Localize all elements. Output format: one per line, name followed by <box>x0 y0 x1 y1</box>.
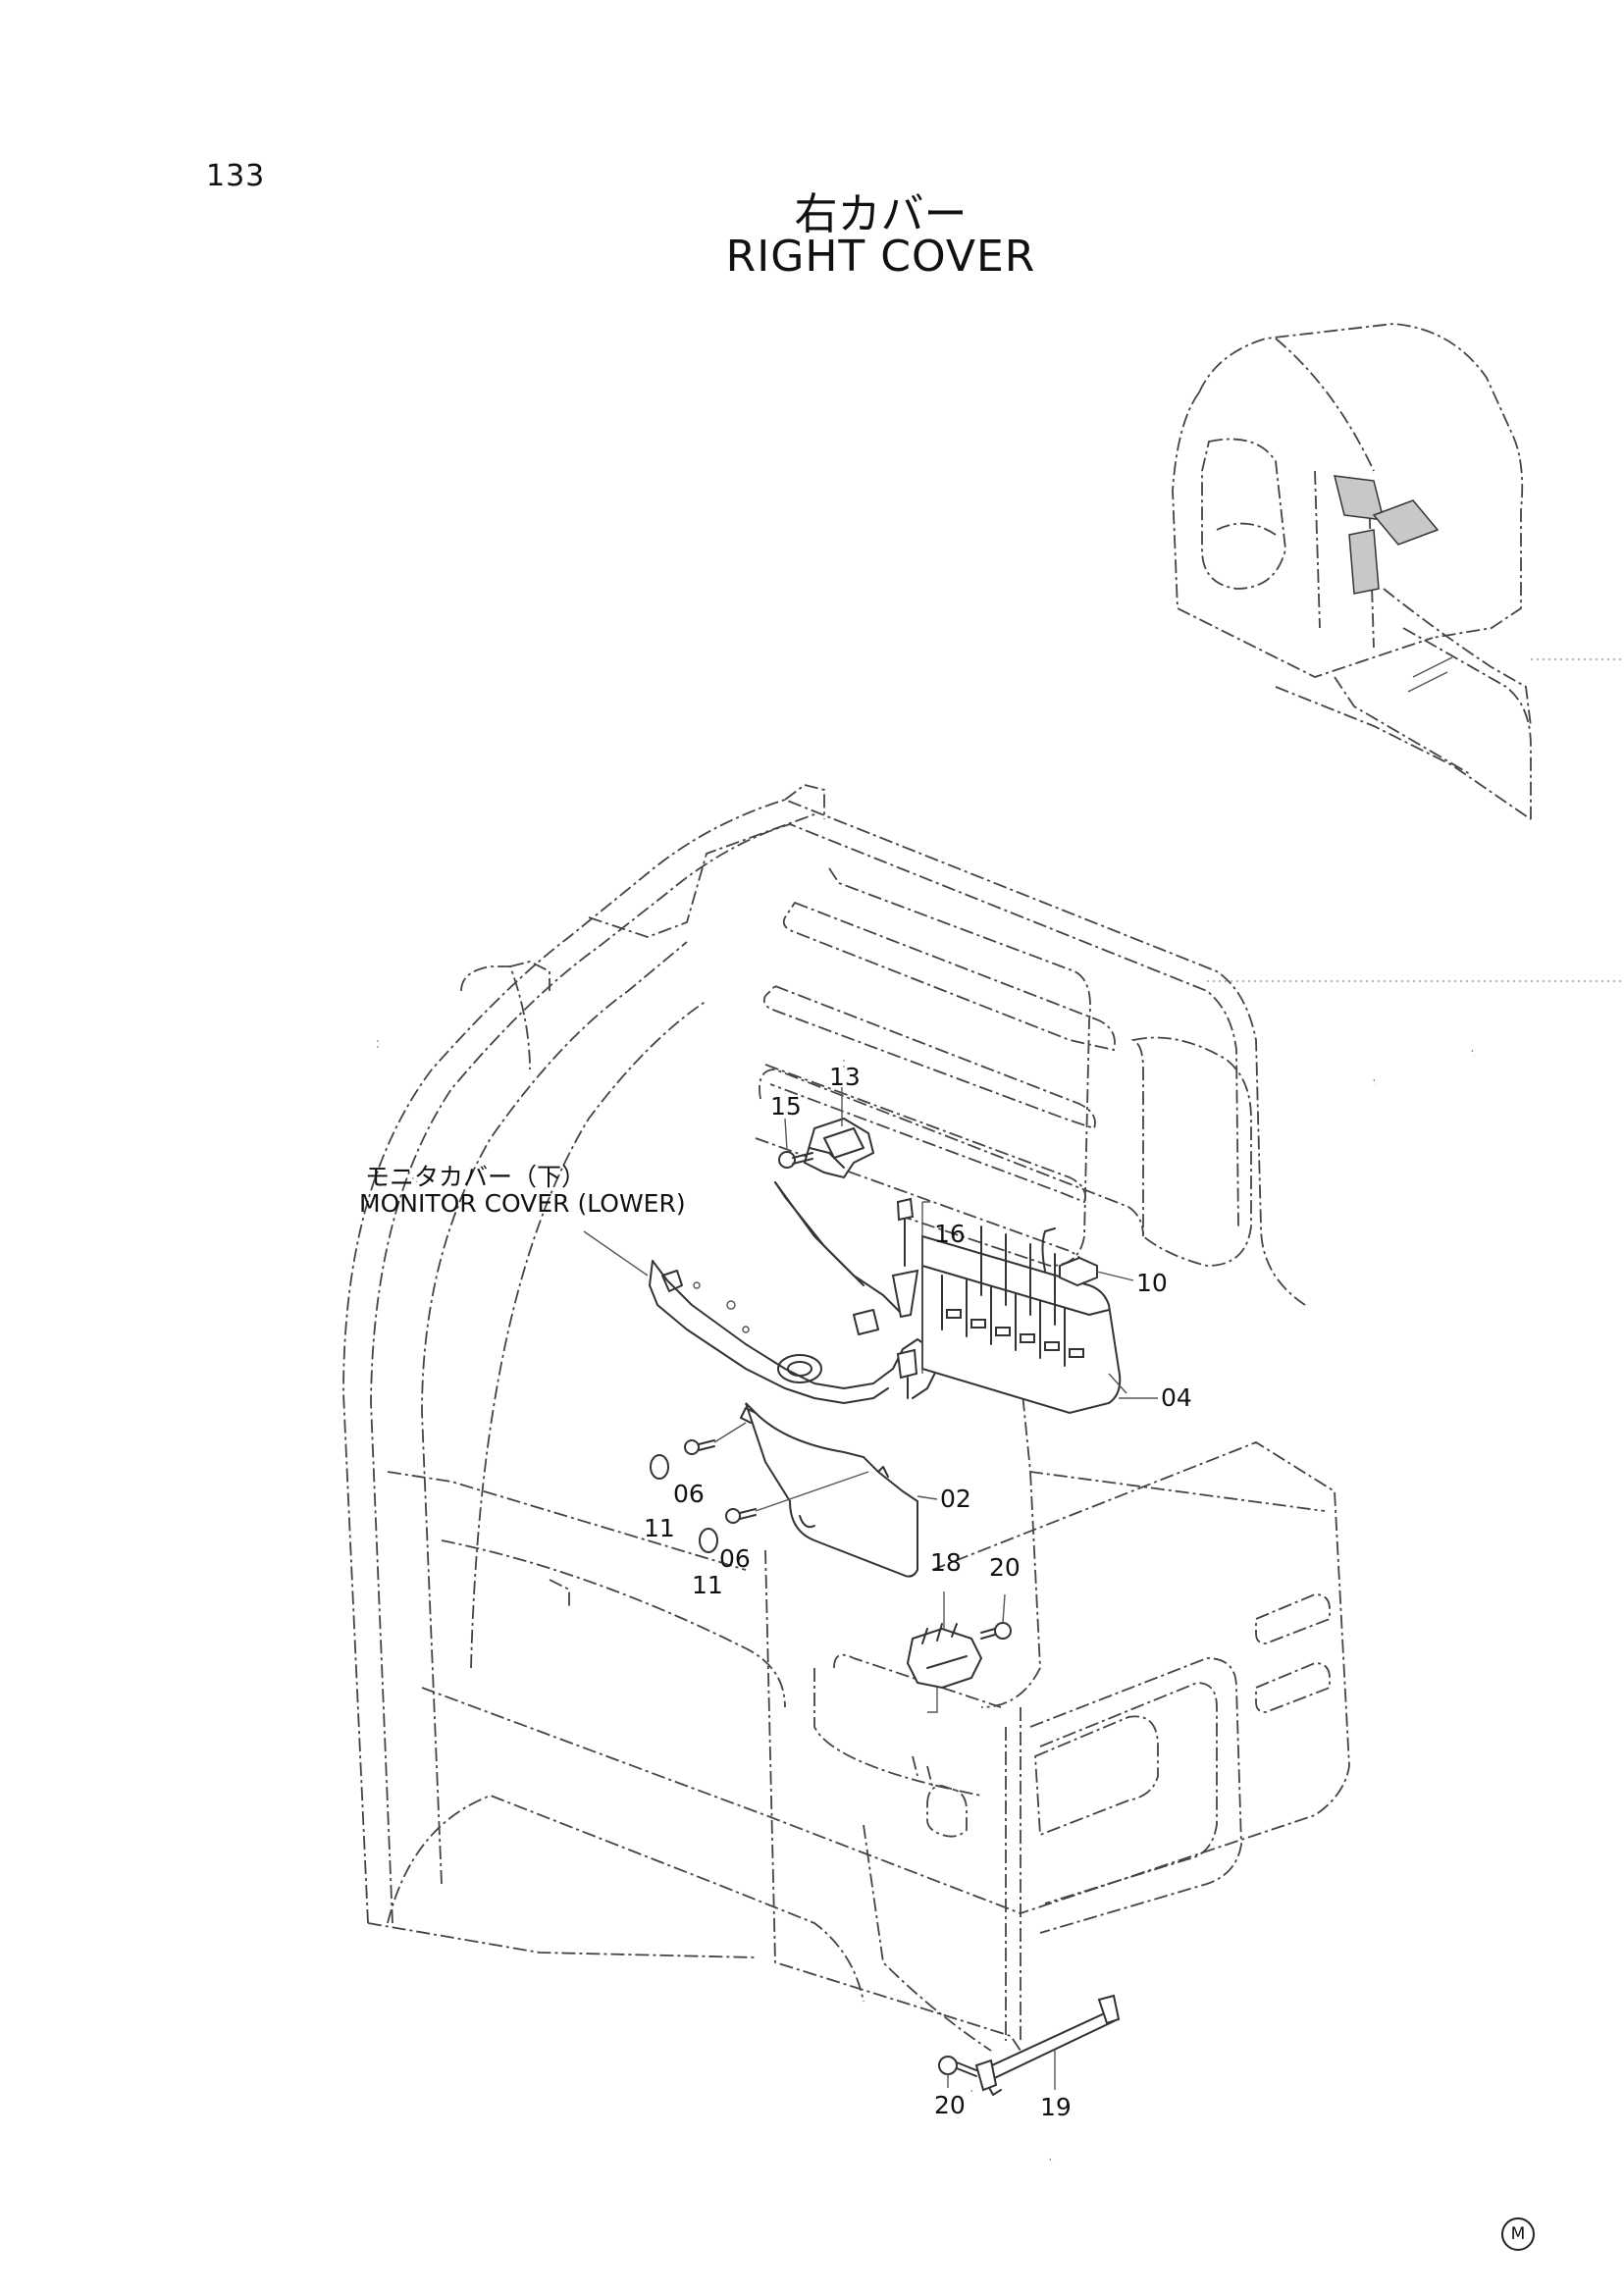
part-20-bolt-upper <box>980 1593 1012 1640</box>
part-20-bolt-lower <box>938 2056 977 2088</box>
inset-cab-overview <box>1172 323 1624 982</box>
callout-06-upper: 06 <box>673 1480 705 1508</box>
leader-lines <box>1108 1373 1158 1399</box>
callout-11-upper: 11 <box>644 1514 675 1542</box>
part-16-fastener <box>891 1197 930 1399</box>
callout-06-lower: 06 <box>719 1544 751 1573</box>
callout-19: 19 <box>1040 2093 1072 2121</box>
callout-11-lower: 11 <box>692 1571 723 1599</box>
part-18-bracket <box>906 1591 983 1713</box>
part-19-stay <box>974 1994 1121 2096</box>
page-number: 133 <box>206 159 266 193</box>
callout-10: 10 <box>1136 1269 1168 1297</box>
part-02-side-cover <box>740 1402 938 1578</box>
callout-04: 04 <box>1161 1383 1192 1412</box>
callout-20-upper: 20 <box>989 1553 1021 1582</box>
callout-20-lower: 20 <box>934 2091 966 2119</box>
callout-15: 15 <box>770 1092 802 1121</box>
monitor-cover-label-en: MONITOR COVER (LOWER) <box>359 1189 686 1218</box>
callout-18: 18 <box>930 1548 962 1577</box>
console-panel-04 <box>921 1225 1122 1415</box>
part-11-cap-upper <box>650 1454 669 1480</box>
monitor-cover-label-jp: モニタカバー（下） <box>365 1163 587 1191</box>
part-10-cap <box>1059 1256 1134 1287</box>
corner-mark: M <box>1501 2217 1535 2251</box>
callout-16: 16 <box>934 1220 966 1248</box>
part-11-cap-lower <box>699 1528 718 1553</box>
part-06-bolt-lower <box>725 1471 869 1524</box>
title-english: RIGHT COVER <box>725 232 1036 282</box>
cab-frame-outline <box>342 784 1475 2165</box>
title-japanese: 右カバー <box>794 189 968 239</box>
part-06-bolt-upper <box>684 1422 747 1455</box>
callout-02: 02 <box>940 1485 971 1513</box>
callout-13: 13 <box>829 1063 861 1091</box>
part-15-bolt <box>778 1118 813 1169</box>
part-13-bracket <box>803 1087 875 1179</box>
